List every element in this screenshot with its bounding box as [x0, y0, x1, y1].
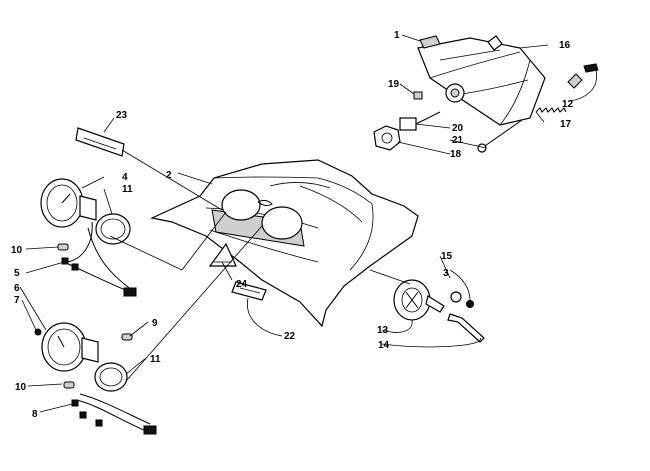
callout-17: 17 [560, 119, 572, 130]
tachometer-gauge [41, 322, 99, 372]
callout-10-lower: 10 [15, 382, 27, 393]
hood-decal-warning [208, 242, 237, 267]
callout-10-upper: 10 [11, 245, 23, 256]
callout-9: 9 [152, 318, 158, 329]
ignition-nut [450, 291, 462, 303]
leader-lines [19, 34, 598, 413]
callout-6: 6 [14, 283, 20, 294]
callout-16: 16 [559, 40, 571, 51]
ignition-switch [393, 279, 445, 321]
callout-24: 24 [236, 279, 248, 290]
callout-23: 23 [116, 110, 128, 121]
headlight-bracket [487, 35, 503, 51]
callout-5: 5 [14, 268, 20, 279]
bulb-upper [57, 243, 69, 251]
headlight-housing [417, 37, 546, 126]
callout-7: 7 [14, 295, 20, 306]
callout-12: 12 [562, 99, 574, 110]
headlight-clip [419, 35, 441, 49]
gauge-bezel-ring-upper [95, 213, 131, 245]
callout-21: 21 [452, 135, 464, 146]
callout-8: 8 [32, 409, 38, 420]
callout-3: 3 [443, 268, 449, 279]
callout-labels: 1 2 3 4 5 6 7 8 9 10 10 11 11 12 13 14 1… [11, 30, 574, 420]
gauge-screw [34, 328, 42, 336]
callout-11-lower: 11 [150, 354, 161, 365]
callout-18: 18 [450, 149, 462, 160]
callout-14: 14 [378, 340, 390, 351]
headlight-bulb [399, 111, 441, 131]
headlight-clip-right [583, 63, 599, 73]
headlight-bulb-socket [445, 83, 465, 103]
adjuster-nut [567, 73, 583, 89]
callout-15: 15 [441, 251, 453, 262]
decal-strip [75, 127, 125, 157]
bulb-lower [63, 381, 75, 389]
callout-2: 2 [166, 170, 172, 181]
callout-4: 4 [122, 172, 128, 183]
wiring-harness-upper [61, 221, 137, 297]
gauge-bezel-ring-lower [94, 362, 128, 392]
ignition-key [447, 313, 485, 343]
callout-1: 1 [394, 30, 400, 41]
headlight-screw [413, 91, 423, 100]
hood-decal-label [231, 281, 267, 301]
wiring-harness-lower [71, 393, 157, 435]
bulb-retainer [373, 125, 401, 151]
hood-panel [150, 159, 419, 328]
callout-11-upper: 11 [122, 184, 133, 195]
adjuster-spring [535, 107, 567, 113]
callout-20: 20 [452, 123, 464, 134]
callout-19: 19 [388, 79, 400, 90]
speedometer-gauge [40, 178, 97, 228]
callout-13: 13 [377, 325, 389, 336]
callout-22: 22 [284, 331, 296, 342]
indicator-bulb [121, 333, 133, 341]
ignition-washer [466, 300, 474, 308]
